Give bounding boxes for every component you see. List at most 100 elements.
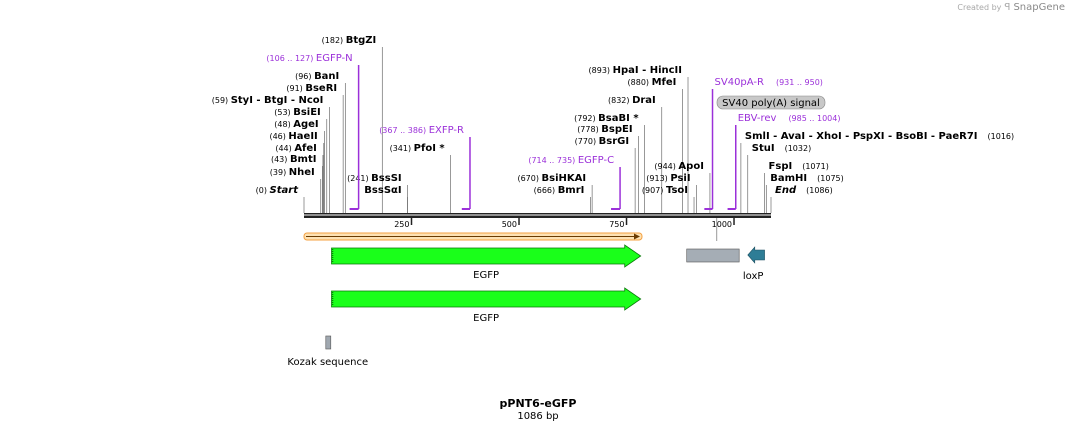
site-label: (182) BtgZI [322,35,377,46]
snapgene-logo-icon: ꟼ [1004,2,1011,13]
site-name: NheI [289,167,315,178]
site-name: DraI [632,95,656,106]
site-position: (91) [286,84,305,93]
site-name: AgeI [293,119,318,130]
site-name: BmtI [290,154,317,165]
site-position: (893) [589,66,613,75]
site-position: (792) [574,114,598,123]
primer: (367 .. 386) EXFP-R [379,125,471,210]
site-name: SmlI [745,131,770,142]
site-name: BsiEI [293,107,321,118]
site-label: BamHI(1075) [770,173,844,184]
site-position: (53) [274,108,293,117]
site-name: End [775,185,797,196]
site-label: End(1086) [775,185,833,196]
restriction-site: (182) BtgZI [322,35,377,46]
egfp-feature-1-label: EGFP [473,270,499,281]
site-label: (893) HpaI - HincII [589,65,682,76]
kozak-feature-label: Kozak sequence [287,357,368,368]
site-position: (48) [274,120,293,129]
site-position: (1016) [988,132,1015,141]
primer-label: SV40pA-R(931 .. 950) [715,77,823,88]
restriction-site: BssSαI [364,185,401,196]
restriction-site: (670) BsiHKAI [517,173,586,184]
site-label: (341) PfoI * [390,143,446,154]
site-name: TsoI [666,185,688,196]
restriction-site: (96) BanI [295,71,339,82]
site-name: BspEI [601,124,632,135]
restriction-site: (880) MfeI [628,77,677,88]
site-name: BseRI [305,83,337,94]
site-position: (770) [575,137,599,146]
site-label: BssSαI [364,185,401,196]
site-name: PsiI [670,173,690,184]
site-position: (182) [322,36,346,45]
restriction-site: (44) AfeI [275,143,317,154]
primer-label: (714 .. 735) EGFP-C [528,155,614,166]
site-position: (907) [642,186,666,195]
site-position: (944) [654,162,678,171]
egfp-feature-2-label: EGFP [473,313,499,324]
loxp-feature-label: loxP [743,271,764,282]
site-name: - PspXI [842,131,885,142]
snapgene-watermark: Created by ꟼ SnapGene [957,2,1065,13]
restriction-site: SmlI - AvaI - XhoI - PspXI - BsoBI - Pae… [745,131,1014,142]
restriction-site: End(1086) [775,185,833,196]
site-name: ApoI [678,161,704,172]
site-label: (44) AfeI [275,143,317,154]
restriction-sites-layer: (0) Start (39) NheI (43) BmtI(44) AfeI(46)… [212,35,1014,213]
restriction-site: (46) HaeII [269,131,317,142]
restriction-site: (770) BsrGI [575,136,630,147]
map-length: 1086 bp [517,411,558,422]
site-name: BtgZI [346,35,377,46]
site-label: (59) StyI - BtgI - NcoI [212,95,324,106]
egfp-feature-1-arrow [331,244,642,268]
restriction-site: (792) BsaBI * [574,113,639,124]
primers-layer: (106 .. 127) EGFP-N (367 .. 386) EXFP-R (7… [266,53,841,210]
primer-label: EBV-rev(985 .. 1004) [738,113,841,124]
site-name: - BtgI [253,95,287,106]
site-position: (1075) [817,174,844,183]
primer-name: EGFP-C [578,155,614,166]
ruler-tick-label: 500 [502,220,517,229]
site-position: (43) [271,155,290,164]
site-name: AfeI [294,143,317,154]
site-name: PfoI * [414,143,446,154]
site-name: - AvaI [770,131,805,142]
orf-arrowhead [633,233,640,240]
site-label: (670) BsiHKAI [517,173,586,184]
site-label: (91) BseRI [286,83,337,94]
site-position: (1071) [802,162,829,171]
restriction-site: (893) HpaI - HincII [589,65,682,76]
site-label: (46) HaeII [269,131,317,142]
site-position: (96) [295,72,314,81]
egfp-feature-2-arrow [331,287,642,311]
ruler-tick-label: 250 [394,220,409,229]
site-label: (907) TsoI [642,185,688,196]
restriction-site: (48) AgeI [274,119,318,130]
site-position: (39) [270,168,289,177]
site-label: (96) BanI [295,71,339,82]
site-position: (832) [608,96,632,105]
primer-label: (106 .. 127) EGFP-N [266,53,352,64]
site-label: (778) BspEI [577,124,632,135]
site-name: - NcoI [287,95,323,106]
site-name: StuI [752,143,775,154]
primer-name: EGFP-N [316,53,353,64]
primer-range: (985 .. 1004) [788,114,840,123]
site-label: SmlI - AvaI - XhoI - PspXI - BsoBI - Pae… [745,131,1014,142]
primer: EBV-rev(985 .. 1004) [727,113,841,210]
restriction-site: (91) BseRI [286,83,337,94]
sv40-feature-label: SV40 poly(A) signal [722,98,820,109]
restriction-site: (53) BsiEI [274,107,321,118]
restriction-site: (832) DraI [608,95,656,106]
site-position: (778) [577,125,601,134]
site-name: - XhoI [805,131,842,142]
site-position: (0) [256,186,270,195]
site-name: Start [270,185,300,196]
site-name: BsaBI * [598,113,639,124]
site-name: BmrI [558,185,585,196]
restriction-site: (341) PfoI * [390,143,446,154]
primer-range: (367 .. 386) [379,126,429,135]
